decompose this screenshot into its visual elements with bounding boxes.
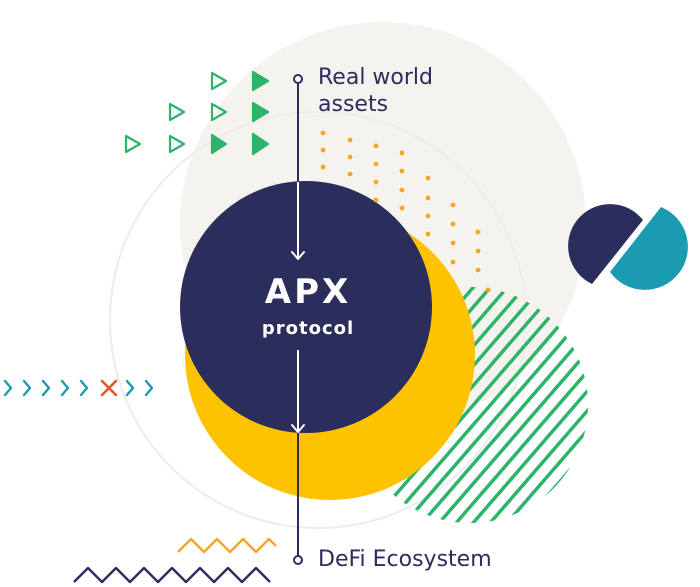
play-arrow-icon (168, 134, 186, 154)
dot (347, 171, 353, 177)
dot (399, 150, 405, 156)
dot (450, 221, 456, 227)
dot (373, 161, 379, 167)
dot (320, 164, 326, 170)
play-arrow-icon (251, 70, 270, 92)
chevron-right-icon (144, 379, 154, 397)
orange-zigzag (177, 537, 277, 554)
stripe-line (456, 287, 588, 523)
stripe-line (679, 260, 700, 560)
dot (399, 168, 405, 174)
protocol-title: APX (264, 272, 352, 312)
dot (320, 147, 326, 153)
arrow-down-icon (291, 424, 305, 433)
flow-end-node (293, 555, 303, 565)
protocol-core-circle (180, 181, 432, 433)
dot (425, 175, 431, 181)
dot (373, 179, 379, 185)
stripe-line (696, 260, 700, 560)
stripe-line (405, 287, 588, 523)
defi-ecosystem-label: DeFi Ecosystem (318, 547, 492, 572)
chevron-right-icon (60, 379, 70, 397)
triangle-arrows (124, 70, 270, 156)
stripe-line (575, 287, 588, 523)
dot (320, 130, 326, 136)
stripe-line (473, 287, 588, 523)
chevron-right-icon (41, 379, 51, 397)
play-arrow-icon (168, 102, 186, 122)
dot (425, 195, 431, 201)
dot (450, 259, 456, 265)
dot (425, 213, 431, 219)
cross-icon (100, 379, 118, 397)
stripe-line (611, 260, 700, 560)
top-label-line2: assets (318, 92, 389, 117)
dot (373, 197, 379, 203)
stripe-line (645, 260, 700, 560)
chevron-row (3, 379, 154, 397)
dot (347, 137, 353, 143)
stripe-line (388, 287, 588, 523)
dot (450, 240, 456, 246)
navy-half-circle (568, 204, 643, 284)
play-arrow-icon (210, 102, 228, 122)
stripe-line (439, 287, 588, 523)
play-arrow-icon (210, 133, 228, 155)
outline-ring (109, 111, 527, 529)
chevron-right-icon (3, 379, 13, 397)
chevron-right-icon (79, 379, 89, 397)
stripe-line (558, 287, 588, 523)
dot (475, 248, 481, 254)
play-arrow-icon (251, 101, 270, 123)
chevron-right-icon (22, 379, 32, 397)
navy-zigzag (73, 566, 271, 584)
stripe-line (628, 260, 700, 560)
dot-pattern (320, 130, 491, 293)
dot (475, 267, 481, 273)
stripe-line (371, 287, 588, 523)
play-arrow-icon (210, 71, 228, 91)
chevron-right-icon (125, 379, 135, 397)
dot (399, 205, 405, 211)
flow-start-node (293, 74, 303, 84)
play-arrow-icon (251, 132, 270, 156)
dot (475, 229, 481, 235)
dot (450, 202, 456, 208)
dot (485, 287, 491, 293)
teal-half-circle (610, 207, 688, 290)
dot (425, 231, 431, 237)
play-arrow-icon (124, 134, 142, 154)
protocol-subtitle: protocol (261, 318, 355, 339)
stripe-line (662, 260, 700, 560)
real-world-assets-label: Real world assets (318, 64, 488, 118)
stripe-line (422, 287, 588, 523)
dot (347, 154, 353, 160)
stripe-line (594, 260, 700, 560)
dot (373, 143, 379, 149)
top-label-line1: Real world (318, 65, 433, 90)
dot (399, 187, 405, 193)
arrow-down-icon (291, 251, 305, 260)
